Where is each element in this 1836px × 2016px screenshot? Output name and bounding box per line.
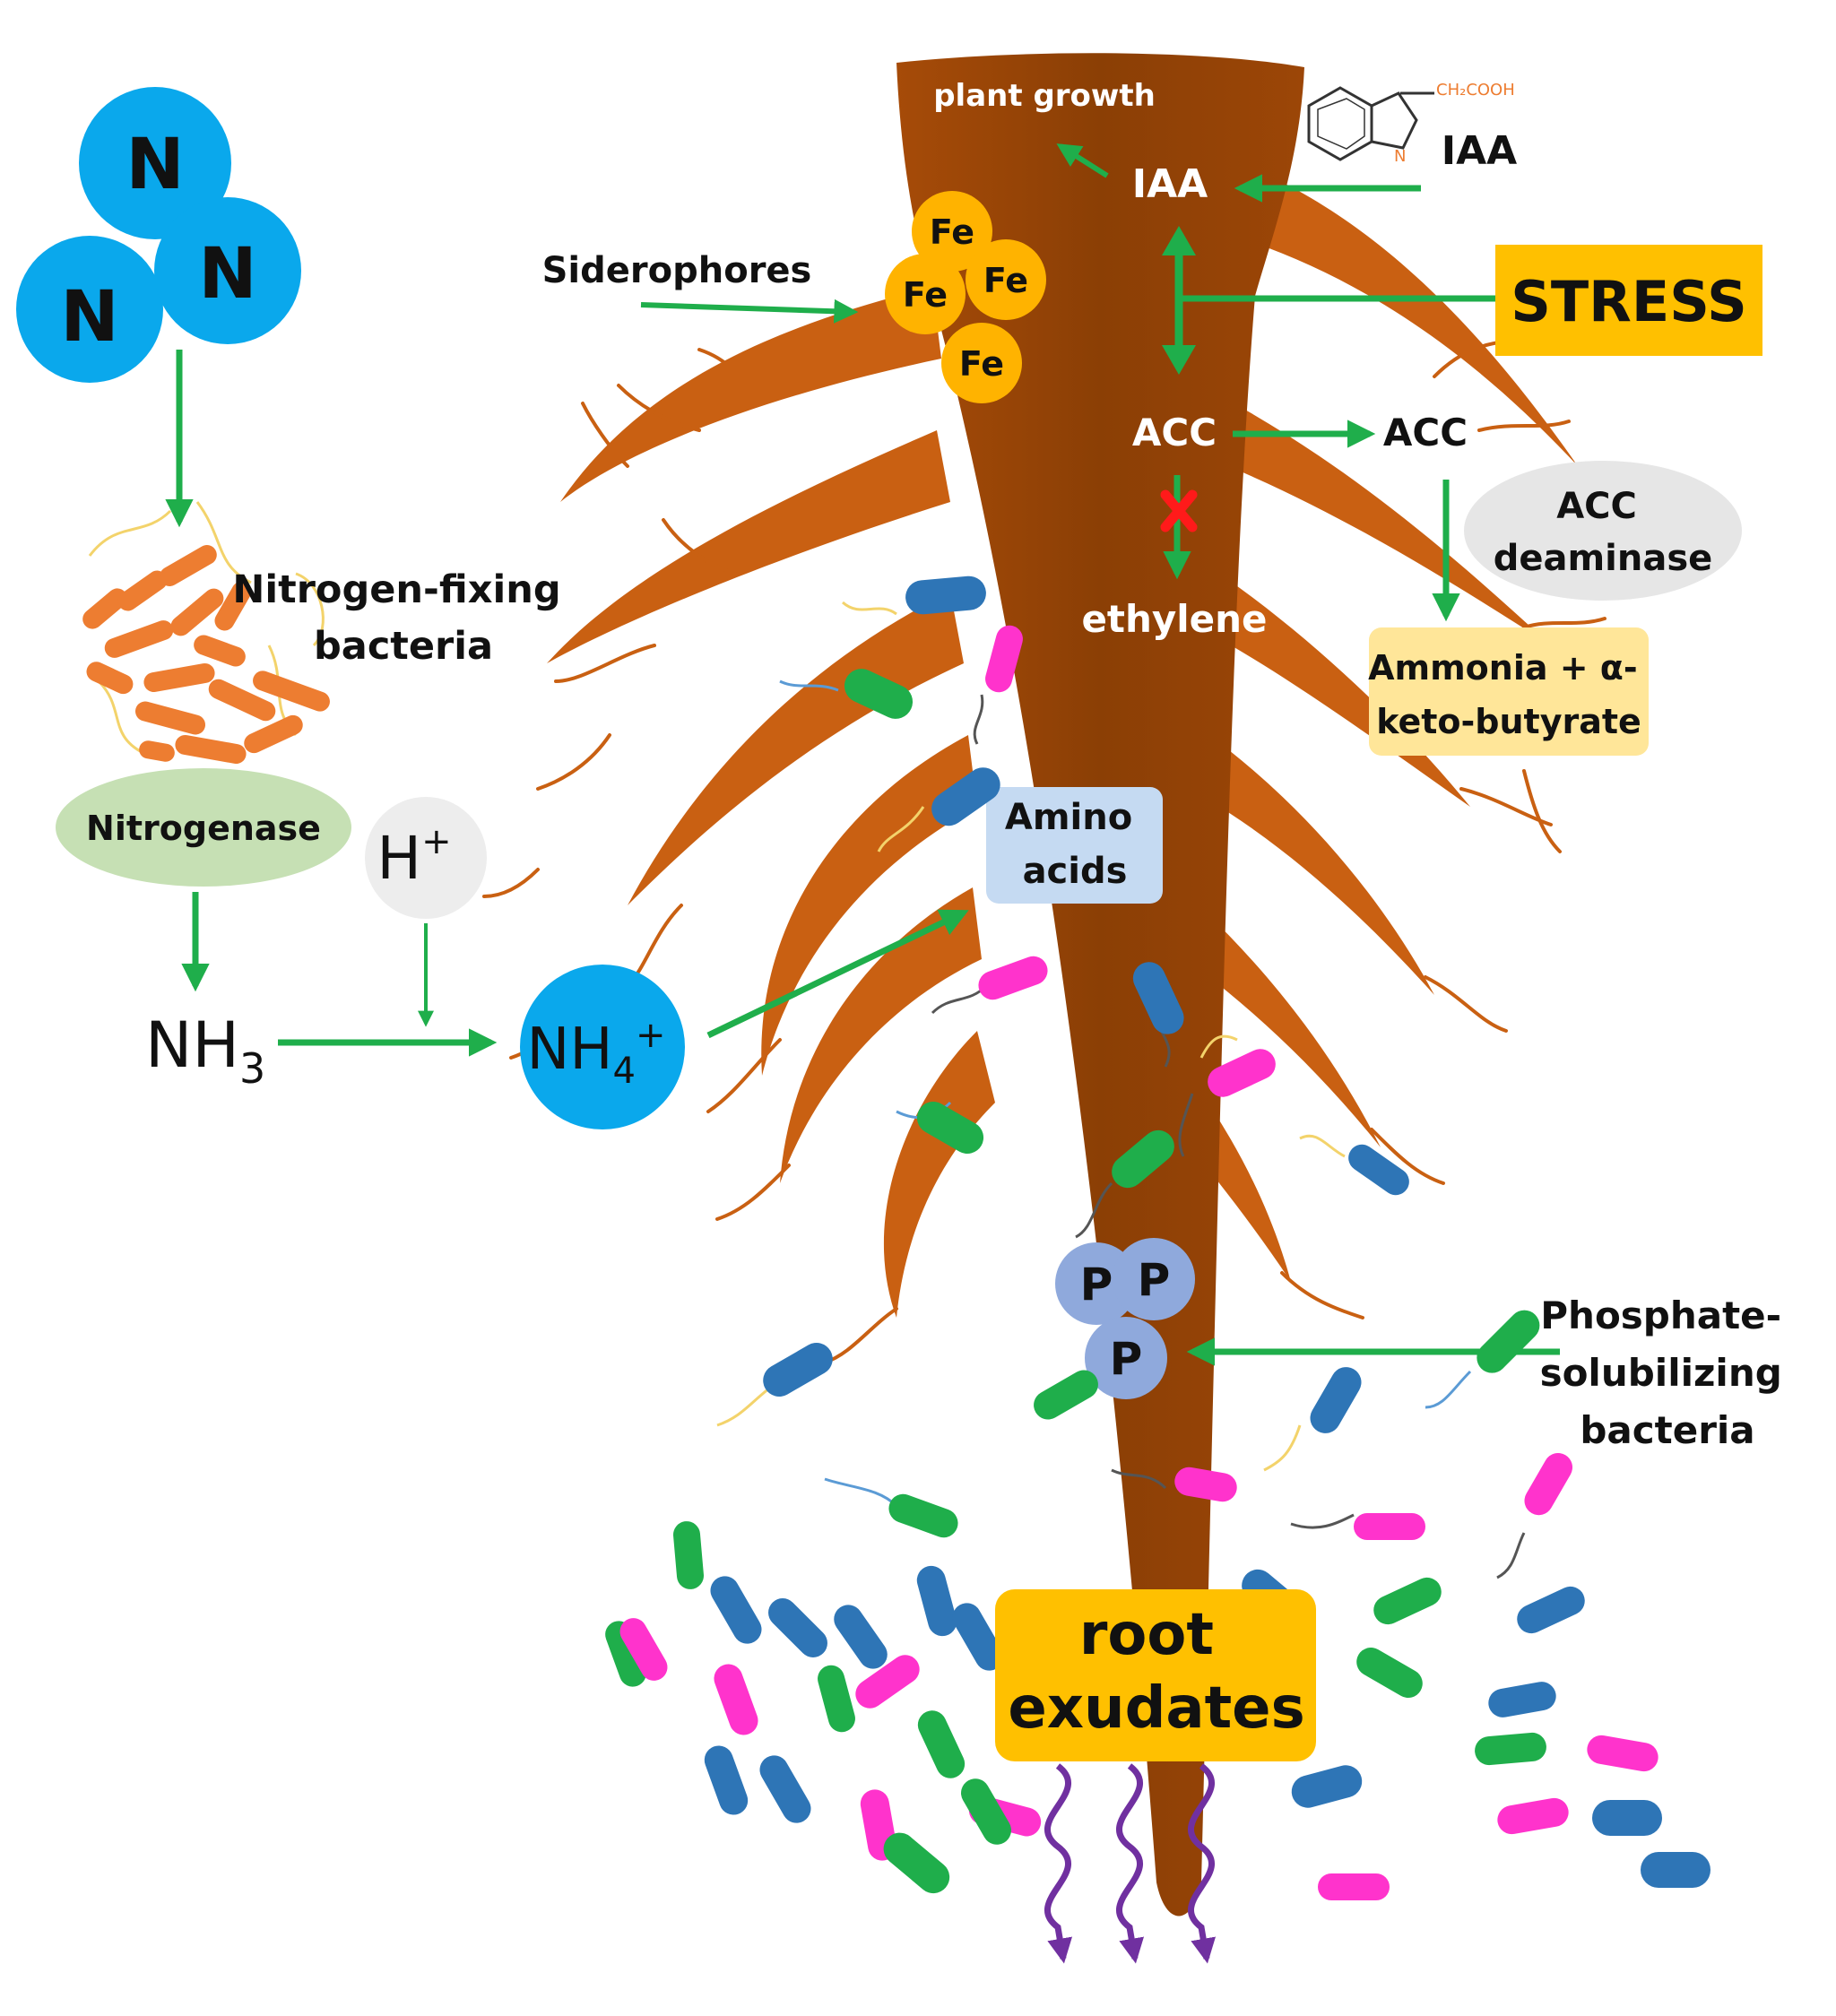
- svg-text:P: P: [1138, 1254, 1171, 1306]
- amino-acids-label: Amino acids: [1005, 797, 1145, 892]
- nitrogenase-enzyme: Nitrogenase: [56, 768, 351, 887]
- iron-atom-2: [885, 254, 966, 334]
- acc-deaminase-label: ACC deaminase: [1494, 486, 1713, 579]
- proton-label: H+: [377, 821, 451, 893]
- arrow-iaa-to-plant-growth: [1056, 143, 1109, 178]
- iron-atom-3: [966, 239, 1046, 320]
- phosphate-cluster: P P P: [1055, 1238, 1195, 1399]
- ammonia-label: NH3: [145, 1008, 265, 1093]
- arrow-siderophores-to-fe: [640, 299, 859, 324]
- nitrogen-atom-3: [154, 197, 301, 344]
- soil-bacteria: [605, 575, 1710, 1900]
- siderophores-label: Siderophores: [542, 250, 812, 291]
- ethylene-label: ethylene: [1081, 597, 1267, 641]
- plant-growth-label: plant growth: [933, 78, 1156, 114]
- svg-text:Fe: Fe: [903, 275, 948, 315]
- nitrogen-atom-2-label: N: [60, 277, 118, 358]
- svg-text:Fe: Fe: [983, 261, 1028, 300]
- root-exudates-box: root exudates: [995, 1589, 1316, 1761]
- iaa-inner-label: IAA: [1132, 161, 1208, 207]
- nitrogen-atom-1-label: N: [126, 125, 184, 205]
- nitrogen-fixing-bacteria-cluster: Nitrogen-fixing bacteria: [82, 501, 574, 791]
- nitrogen-atom-3-label: N: [198, 234, 256, 315]
- iaa-acc-balance: [1162, 226, 1495, 375]
- ammonia-ketobutyrate-box: Ammonia + α- keto-butyrate: [1368, 627, 1650, 756]
- iaa-molecule: CH₂COOH N IAA: [1307, 81, 1517, 174]
- svg-text:P: P: [1080, 1259, 1113, 1311]
- stress-label: STRESS: [1511, 269, 1747, 334]
- iron-cluster: Fe Fe Fe Fe: [885, 191, 1046, 403]
- iaa-nh-label: N: [1394, 147, 1406, 166]
- ammonia-ketobutyrate-label: Ammonia + α- keto-butyrate: [1368, 648, 1650, 741]
- nitrogen-fixing-label: Nitrogen-fixing bacteria: [232, 567, 574, 669]
- taproot: [896, 53, 1304, 1916]
- acc-outer-label: ACC: [1383, 411, 1468, 454]
- ammonium-label: NH4+: [527, 1015, 666, 1092]
- phosphate-atom-2: [1113, 1238, 1195, 1320]
- proton-bubble: H+: [365, 797, 487, 919]
- phosphate-bacteria-label: Phosphate- solubilizing bacteria: [1540, 1294, 1796, 1452]
- svg-text:Fe: Fe: [930, 212, 974, 252]
- nitrogen-atom-2: [16, 236, 163, 383]
- stress-box: STRESS: [1495, 245, 1762, 356]
- iaa-side-chain-label: CH₂COOH: [1436, 81, 1515, 100]
- nitrogenase-label: Nitrogenase: [86, 809, 321, 848]
- ammonium-bubble: NH4+: [520, 965, 685, 1129]
- arrow-nh4-to-amino-acids: [706, 909, 969, 1039]
- svg-text:P: P: [1110, 1333, 1143, 1385]
- nitrogen-molecule: N N N: [16, 87, 301, 383]
- exudate-waves: [1044, 1763, 1217, 1964]
- root-structure: [482, 53, 1606, 1916]
- acc-deaminase-enzyme: ACC deaminase: [1464, 461, 1742, 601]
- iaa-molecule-label: IAA: [1442, 128, 1517, 174]
- iron-atom-4: [941, 323, 1022, 403]
- amino-acids-box: Amino acids: [986, 787, 1163, 904]
- iron-atom-1: [912, 191, 992, 272]
- svg-text:Fe: Fe: [959, 344, 1004, 384]
- nitrogen-atom-1: [79, 87, 231, 239]
- root-exudates-label: root exudates: [1008, 1602, 1304, 1742]
- acc-inner-label: ACC: [1132, 411, 1217, 454]
- blocked-x-icon: [1160, 489, 1198, 532]
- phosphate-atom-3: [1085, 1317, 1167, 1399]
